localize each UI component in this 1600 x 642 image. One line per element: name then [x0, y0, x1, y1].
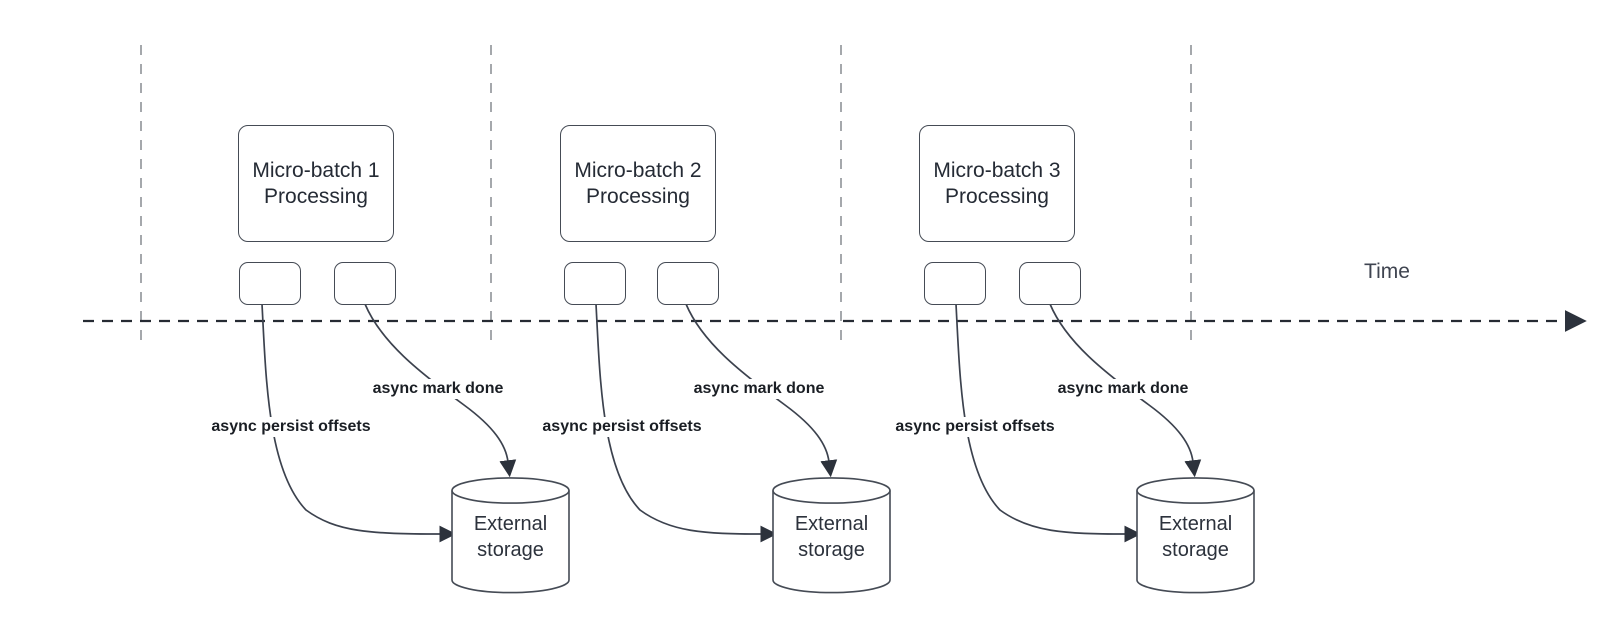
batch-1-offset-stub [239, 262, 301, 305]
micro-batch-2-title: Micro-batch 2 [574, 158, 702, 182]
mark-done-label-3: async mark done [1054, 379, 1192, 399]
micro-batch-1-box: Micro-batch 1 Processing [238, 125, 394, 242]
external-storage-cylinder-2: External storage [772, 477, 891, 594]
cylinder-shape [451, 477, 570, 594]
cylinder-shape [1136, 477, 1255, 594]
batch-3-offset-stub [924, 262, 986, 305]
micro-batch-1-subtitle: Processing [264, 184, 368, 208]
external-storage-label-2: External storage [794, 513, 869, 561]
micro-batch-1-title: Micro-batch 1 [252, 158, 380, 182]
time-gridline-2 [490, 45, 492, 341]
persist-offsets-arrow-1 [261, 303, 457, 543]
external-storage-label-1: External storage [473, 513, 548, 561]
external-storage-cylinder-3: External storage [1136, 477, 1255, 594]
micro-batch-3-subtitle: Processing [945, 184, 1049, 208]
persist-offsets-label-2: async persist offsets [539, 417, 705, 437]
persist-offsets-arrow-2 [595, 303, 778, 543]
external-storage-cylinder-1: External storage [451, 477, 570, 594]
persist-offsets-arrow-3 [955, 303, 1142, 543]
batch-2-offset-stub [564, 262, 626, 305]
persist-offsets-label-3: async persist offsets [892, 417, 1058, 437]
time-gridline-3 [840, 45, 842, 341]
micro-batch-2-box: Micro-batch 2 Processing [560, 125, 716, 242]
mark-done-label-1: async mark done [369, 379, 507, 399]
micro-batch-3-title: Micro-batch 3 [933, 158, 1061, 182]
batch-1-done-stub [334, 262, 396, 305]
micro-batch-3-box: Micro-batch 3 Processing [919, 125, 1075, 242]
cylinder-shape [772, 477, 891, 594]
batch-2-done-stub [657, 262, 719, 305]
mark-done-label-2: async mark done [690, 379, 828, 399]
external-storage-label-3: External storage [1158, 513, 1233, 561]
time-gridline-1 [140, 45, 142, 341]
batch-3-done-stub [1019, 262, 1081, 305]
time-axis-label: Time [1364, 260, 1410, 283]
persist-offsets-label-1: async persist offsets [208, 417, 374, 437]
time-gridline-4 [1190, 45, 1192, 341]
micro-batch-2-subtitle: Processing [586, 184, 690, 208]
